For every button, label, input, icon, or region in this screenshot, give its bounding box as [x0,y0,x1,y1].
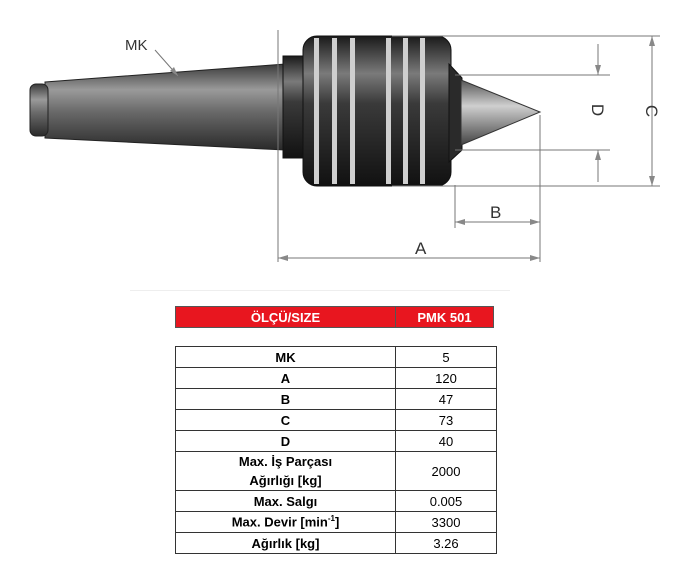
spec-label: D [175,430,396,452]
table-row: B 47 [175,388,497,410]
spec-value: 40 [395,430,497,452]
spec-value: 3.26 [395,532,497,554]
spec-value: 73 [395,409,497,431]
dimension-arrows [170,36,655,261]
spec-value: 3300 [395,511,497,533]
label-c: C [642,105,661,117]
label-d: D [588,104,607,116]
spec-label: A [175,367,396,389]
table-row: Max. İş Parçası Ağırlığı [kg] 2000 [175,451,497,491]
table-row: A 120 [175,367,497,389]
table-row: Ağırlık [kg] 3.26 [175,532,497,554]
table-row: D 40 [175,430,497,452]
spec-label: Ağırlık [kg] [175,532,396,554]
table-row: MK 5 [175,346,497,368]
label-b: B [490,203,501,222]
spec-label: B [175,388,396,410]
spec-value: 5 [395,346,497,368]
spec-label: C [175,409,396,431]
center-tip [448,62,542,164]
spec-label: Max. Salgı [175,490,396,512]
spec-value: 0.005 [395,490,497,512]
label-a: A [415,239,427,258]
table-row: Max. Salgı 0.005 [175,490,497,512]
spec-label-text: Max. Devir [min [231,514,328,530]
live-center-drawing: MK A B C D [29,30,661,262]
spec-value: 120 [395,367,497,389]
taper-shank [29,63,286,151]
neck [282,55,306,159]
separator-line [130,290,510,291]
size-label: ÖLÇÜ/SIZE [175,306,396,328]
spec-value: 47 [395,388,497,410]
size-header: ÖLÇÜ/SIZE PMK 501 [175,306,494,328]
spec-label-line1: Max. İş Parçası [238,454,333,469]
spec-label-suffix: ] [334,514,340,530]
spec-label: Max. İş Parçası Ağırlığı [kg] [175,451,396,491]
spec-label-line2: Ağırlığı [kg] [249,473,322,488]
bearing-body [302,35,452,187]
model-label: PMK 501 [395,306,494,328]
spec-label: MK [175,346,396,368]
table-row: C 73 [175,409,497,431]
table-row: Max. Devir [min-1] 3300 [175,511,497,533]
spec-table: MK 5 A 120 B 47 C 73 D 40 Max. İş Parças… [175,346,497,554]
spec-value: 2000 [395,451,497,491]
spec-label: Max. Devir [min-1] [175,511,396,533]
spec-label-sup: -1 [327,514,335,524]
label-mk: MK [125,37,148,54]
